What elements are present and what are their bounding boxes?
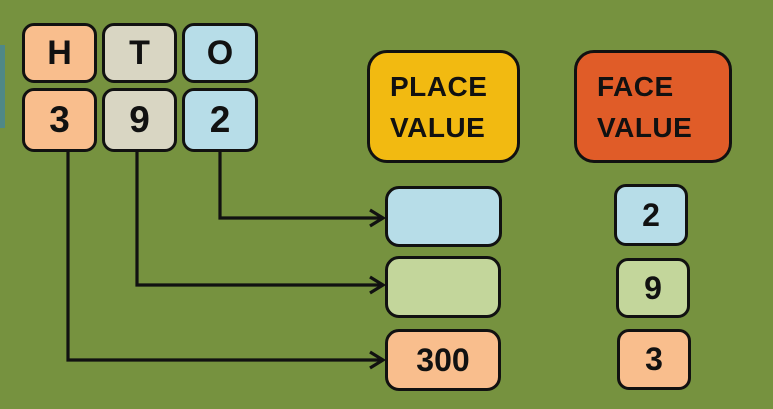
digit-hundreds: 3 [22,88,97,152]
arrow-from-ones [218,150,381,220]
column-header-hundreds-label: H [47,33,72,72]
face-value-box-tens-value: 9 [644,269,662,306]
arrowhead-ones [369,208,387,228]
face-value-box-tens: 9 [616,258,690,318]
face-value-title: FACE VALUE [574,50,732,163]
face-value-box-ones: 2 [614,184,688,246]
column-header-tens-label: T [129,33,150,72]
place-value-box-hundreds-value: 300 [416,341,470,378]
digit-ones: 2 [182,88,258,152]
place-value-title: PLACE VALUE [367,50,520,163]
face-value-box-ones-value: 2 [642,196,660,233]
left-accent-strip [0,45,5,128]
column-header-tens: T [102,23,177,83]
column-header-hundreds: H [22,23,97,83]
place-value-box-hundreds: 300 [385,329,501,391]
face-value-title-line2: VALUE [597,111,693,143]
place-value-title-line2: VALUE [390,111,486,143]
face-value-box-hundreds-value: 3 [645,341,663,377]
digit-hundreds-value: 3 [49,99,70,140]
digit-tens: 9 [102,88,177,152]
arrow-from-tens [135,150,381,287]
place-value-box-tens [385,256,501,318]
face-value-box-hundreds: 3 [617,329,691,390]
place-value-box-ones [385,186,502,247]
digit-ones-value: 2 [209,99,231,140]
arrow-from-hundreds [66,150,381,362]
arrowhead-hundreds [369,350,387,370]
column-header-ones: O [182,23,258,83]
place-value-title-line1: PLACE [390,70,488,102]
face-value-title-line1: FACE [597,70,674,102]
arrowhead-tens [369,275,387,295]
digit-tens-value: 9 [129,99,150,140]
column-header-ones-label: O [206,33,234,72]
